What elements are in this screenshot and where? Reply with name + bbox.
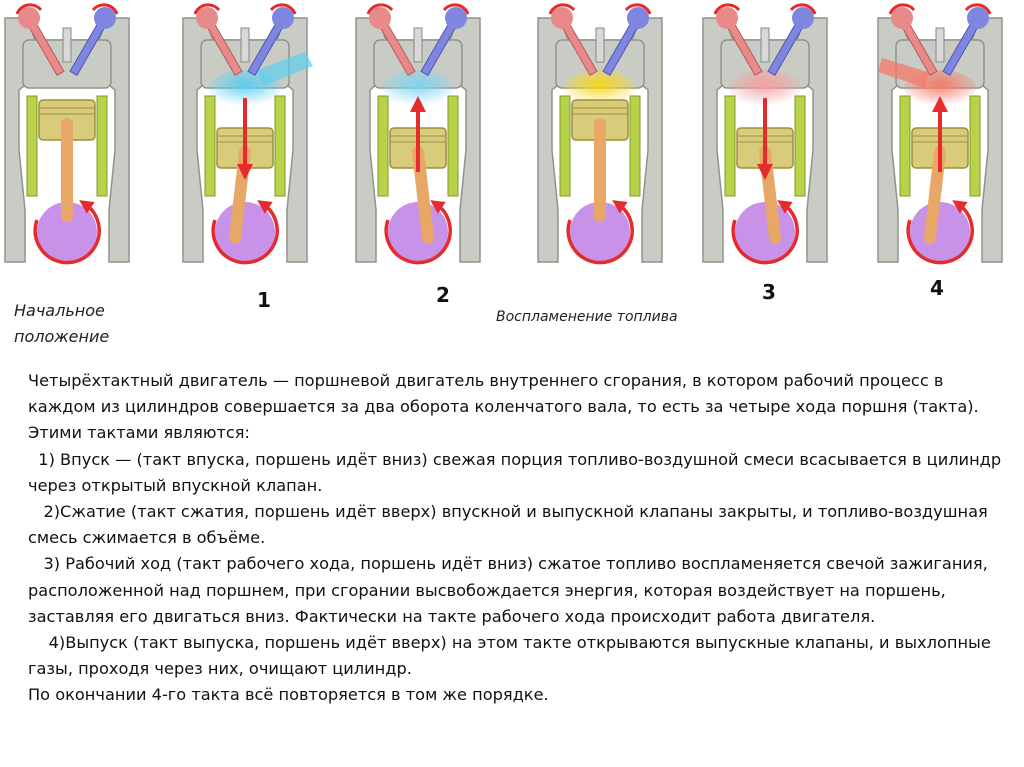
cylinder-wall-right xyxy=(629,95,641,197)
step-number-2: 2 xyxy=(436,283,450,307)
cylinder-wall-right xyxy=(447,95,459,197)
cam-rotation-arrow xyxy=(15,3,43,15)
cam-rotation-arrow xyxy=(269,3,297,15)
spark-plug xyxy=(935,27,945,63)
intake-cam xyxy=(792,7,814,29)
label-initial-line1: Начальное xyxy=(14,301,105,320)
engine-intake xyxy=(182,3,313,265)
spark-plug xyxy=(760,27,770,63)
desc-step-intake: 1) Впуск — (такт впуска, поршень идёт вн… xyxy=(28,449,1007,495)
cylinder-wall-left xyxy=(724,95,736,197)
intake-flow xyxy=(257,52,313,86)
crankshaft xyxy=(215,202,275,262)
engine-compression xyxy=(355,3,481,265)
cylinder-wall-right xyxy=(794,95,806,197)
cylinder-wall-left xyxy=(377,95,389,197)
label-initial-position: Начальное положение xyxy=(14,298,109,350)
description: Четырёхтактный двигатель — поршневой дви… xyxy=(28,368,1003,709)
label-initial-line2: положение xyxy=(14,327,110,346)
exhaust-cam xyxy=(551,7,573,29)
exhaust-cam xyxy=(196,7,218,29)
cam-rotation-arrow xyxy=(789,3,817,15)
intake-cam xyxy=(445,7,467,29)
step-number-4: 4 xyxy=(930,276,944,300)
spark-plug xyxy=(413,27,423,63)
intake-cam xyxy=(94,7,116,29)
cam-rotation-arrow xyxy=(442,3,470,15)
combustion-gas xyxy=(564,70,636,106)
step-number-1: 1 xyxy=(257,288,271,312)
crankshaft xyxy=(37,202,97,262)
step-number-3: 3 xyxy=(762,280,776,304)
cam-rotation-arrow xyxy=(713,3,741,15)
crankshaft xyxy=(388,202,448,262)
exhaust-cam xyxy=(716,7,738,29)
crank-rotation-arrow xyxy=(731,200,799,265)
cylinder-wall-left xyxy=(204,95,216,197)
cam-rotation-arrow xyxy=(91,3,119,15)
intake-cam xyxy=(627,7,649,29)
engine-exhaust xyxy=(877,3,1003,265)
cam-rotation-arrow xyxy=(624,3,652,15)
engine-initial xyxy=(4,3,130,265)
cam-rotation-arrow xyxy=(964,3,992,15)
crank-rotation-arrow xyxy=(906,200,974,265)
cylinder-wall-left xyxy=(899,95,911,197)
desc-outro: По окончании 4-го такта всё повторяется … xyxy=(28,685,549,705)
engine-ignition xyxy=(537,3,663,265)
cylinder-wall-right xyxy=(969,95,981,197)
crank-rotation-arrow xyxy=(33,200,101,265)
crank-rotation-arrow xyxy=(211,200,279,265)
desc-intro: Четырёхтактный двигатель — поршневой дви… xyxy=(28,371,979,443)
intake-cam xyxy=(967,7,989,29)
engine-power xyxy=(702,3,828,265)
cylinder-wall-left xyxy=(26,95,38,197)
cylinder-wall-right xyxy=(96,95,108,197)
crank-rotation-arrow xyxy=(384,200,452,265)
spark-plug xyxy=(595,27,605,63)
desc-step-exhaust: 4)Выпуск (такт выпуска, поршень идёт вве… xyxy=(28,633,996,679)
crankshaft xyxy=(570,202,630,262)
cylinder-wall-left xyxy=(559,95,571,197)
desc-step-power: 3) Рабочий ход (такт рабочего хода, порш… xyxy=(28,554,993,626)
intake-cam xyxy=(272,7,294,29)
cam-rotation-arrow xyxy=(888,3,916,15)
desc-step-compression: 2)Сжатие (такт сжатия, поршень идёт ввер… xyxy=(28,502,993,548)
crank-rotation-arrow xyxy=(566,200,634,265)
spark-plug xyxy=(240,27,250,63)
exhaust-cam xyxy=(369,7,391,29)
crankshaft xyxy=(910,202,970,262)
exhaust-cam xyxy=(891,7,913,29)
label-ignition: Воспламенение топлива xyxy=(496,309,678,325)
cam-rotation-arrow xyxy=(193,3,221,15)
cam-rotation-arrow xyxy=(366,3,394,15)
exhaust-flow xyxy=(878,58,928,88)
exhaust-cam xyxy=(18,7,40,29)
spark-plug xyxy=(62,27,72,63)
crankshaft xyxy=(735,202,795,262)
combustion-gas xyxy=(382,70,454,106)
cylinder-wall-right xyxy=(274,95,286,197)
cam-rotation-arrow xyxy=(548,3,576,15)
engine-cycle-diagram xyxy=(4,3,1003,265)
combustion-gas xyxy=(729,70,801,106)
